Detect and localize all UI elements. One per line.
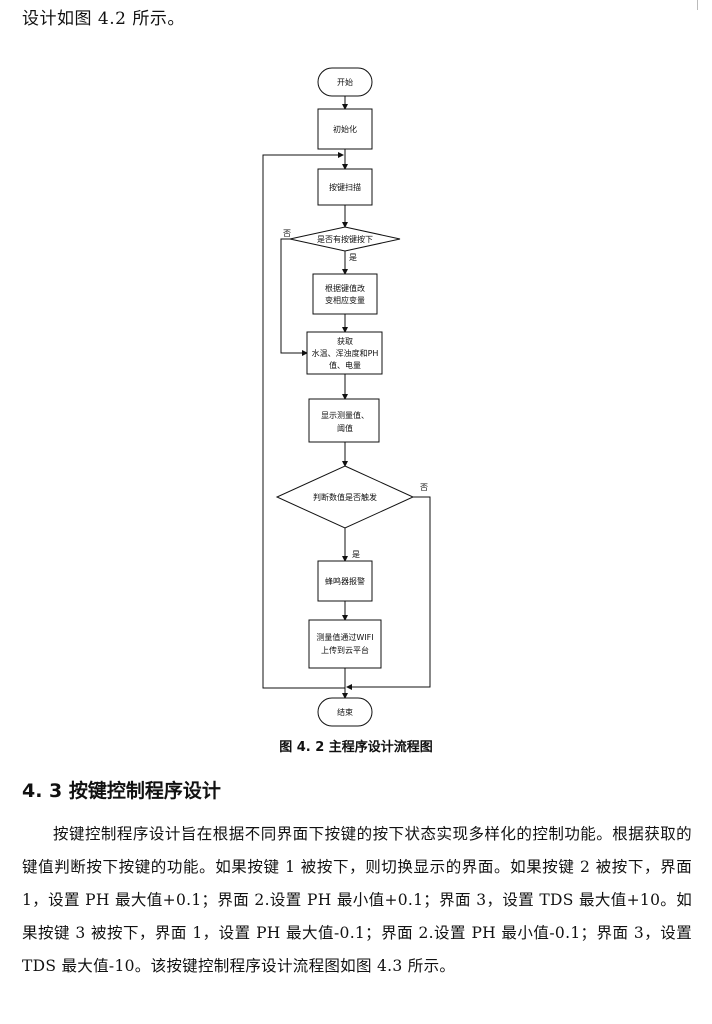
flow-label-d2-no: 否 xyxy=(420,483,428,492)
flow-text-display-2: 阈值 xyxy=(337,423,353,433)
flow-node-scan xyxy=(317,168,373,206)
flow-node-upload xyxy=(308,619,382,669)
flow-label-d2-yes: 是 xyxy=(352,550,360,559)
flow-text-acquire-1: 获取 xyxy=(337,336,353,346)
figure-caption: 图 4. 2 主程序设计流程图 xyxy=(279,740,433,755)
flow-text-display-1: 显示测量值、 xyxy=(321,410,369,420)
flow-text-acquire-3: 值、电量 xyxy=(329,360,361,370)
flow-node-alarm xyxy=(317,560,373,602)
flow-node-display xyxy=(308,398,380,443)
flow-node-start xyxy=(317,67,373,97)
flow-node-acquire xyxy=(306,331,383,375)
section-heading: 4. 3 按键控制程序设计 xyxy=(22,780,221,802)
flow-text-init: 初始化 xyxy=(333,124,357,134)
flow-node-decision1 xyxy=(289,226,401,252)
flow-node-init xyxy=(317,108,373,150)
flow-text-upload-2: 上传到云平台 xyxy=(321,645,369,655)
flow-text-alarm: 蜂鸣器报警 xyxy=(325,576,365,586)
flow-node-end xyxy=(317,697,373,727)
flow-text-change-1: 根据键值改 xyxy=(325,283,365,293)
page-corner-mark xyxy=(697,0,698,10)
flow-text-start: 开始 xyxy=(337,77,353,87)
flow-text-decision1: 是否有按键按下 xyxy=(317,234,373,244)
flow-label-d1-no: 否 xyxy=(283,229,291,238)
flow-text-acquire-2: 水温、浑浊度和PH xyxy=(312,348,379,358)
flow-node-change xyxy=(312,273,378,315)
flow-label-d1-yes: 是 xyxy=(349,253,357,262)
flowchart-connectors xyxy=(262,96,431,699)
flow-text-end: 结束 xyxy=(337,707,353,717)
main-program-flowchart: 开始 初始化 按键扫描 是否有按键按下 根据键值改 变相应变量 获取 水温、浑浊… xyxy=(262,67,431,727)
flow-text-scan: 按键扫描 xyxy=(329,182,361,192)
flow-node-decision2 xyxy=(275,465,415,529)
flow-text-upload-1: 测量值通过WIFI xyxy=(316,632,373,642)
flow-text-decision2: 判断数值是否触发 xyxy=(313,492,377,502)
intro-text: 设计如图 4.2 所示。 xyxy=(22,9,185,29)
flow-text-change-2: 变相应变量 xyxy=(325,295,365,305)
body-paragraph: 按键控制程序设计旨在根据不同界面下按键的按下状态实现多样化的控制功能。根据获取的… xyxy=(22,825,692,975)
